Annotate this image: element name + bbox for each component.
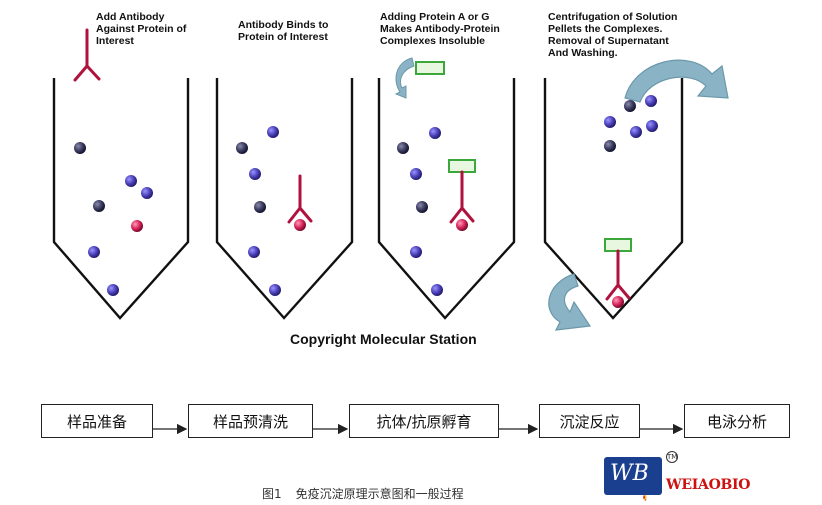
panel-4-label: Centrifugation of Solution Pellets the C… bbox=[548, 11, 678, 59]
trademark-symbol: TM bbox=[666, 451, 678, 463]
step-electrophoresis: 电泳分析 bbox=[684, 404, 790, 438]
supernatant-removal-arrow bbox=[624, 59, 729, 103]
weiaobio-logo-mark: WB bbox=[604, 457, 662, 495]
panel-2-label: Antibody Binds to Protein of Interest bbox=[238, 19, 329, 43]
protein-molecules-panel-3 bbox=[397, 127, 443, 296]
logo-mark-text: WB bbox=[610, 461, 649, 486]
pelleted-complex bbox=[604, 238, 632, 308]
curved-arrow-panel-3 bbox=[394, 57, 415, 99]
tube-1 bbox=[52, 78, 190, 320]
step-incubation: 抗体/抗原孵育 bbox=[349, 404, 499, 438]
protein-molecules-panel-4 bbox=[604, 95, 658, 152]
protein-ag-bead-free bbox=[415, 61, 445, 75]
antibody-bound-panel-2 bbox=[287, 174, 313, 224]
copyright-text: Copyright Molecular Station bbox=[290, 331, 477, 347]
complex-panel-3 bbox=[448, 159, 476, 231]
antibody-free bbox=[73, 28, 101, 82]
panel-3-label: Adding Protein A or G Makes Antibody-Pro… bbox=[380, 11, 500, 47]
tube-3 bbox=[377, 78, 516, 320]
tube-2 bbox=[215, 78, 354, 320]
centrifugation-arrow bbox=[548, 273, 592, 331]
step-precipitation: 沉淀反应 bbox=[539, 404, 640, 438]
figure-number: 图1 bbox=[262, 487, 282, 501]
protein-molecules-panel-2 bbox=[236, 126, 281, 296]
protein-of-interest-panel-2 bbox=[294, 219, 306, 231]
panel-1-label: Add Antibody Against Protein of Interest bbox=[96, 11, 187, 47]
figure-caption-text: 免疫沉淀原理示意图和一般过程 bbox=[295, 487, 464, 501]
step-pre-clearing: 样品预清洗 bbox=[188, 404, 313, 438]
figure-caption: 图1 免疫沉淀原理示意图和一般过程 bbox=[262, 485, 478, 502]
protein-molecules-panel-1 bbox=[74, 142, 153, 296]
tube-4 bbox=[543, 78, 684, 320]
weiaobio-logo-text: WEIAOBIO bbox=[666, 477, 751, 493]
step-sample-prep: 样品准备 bbox=[41, 404, 153, 438]
